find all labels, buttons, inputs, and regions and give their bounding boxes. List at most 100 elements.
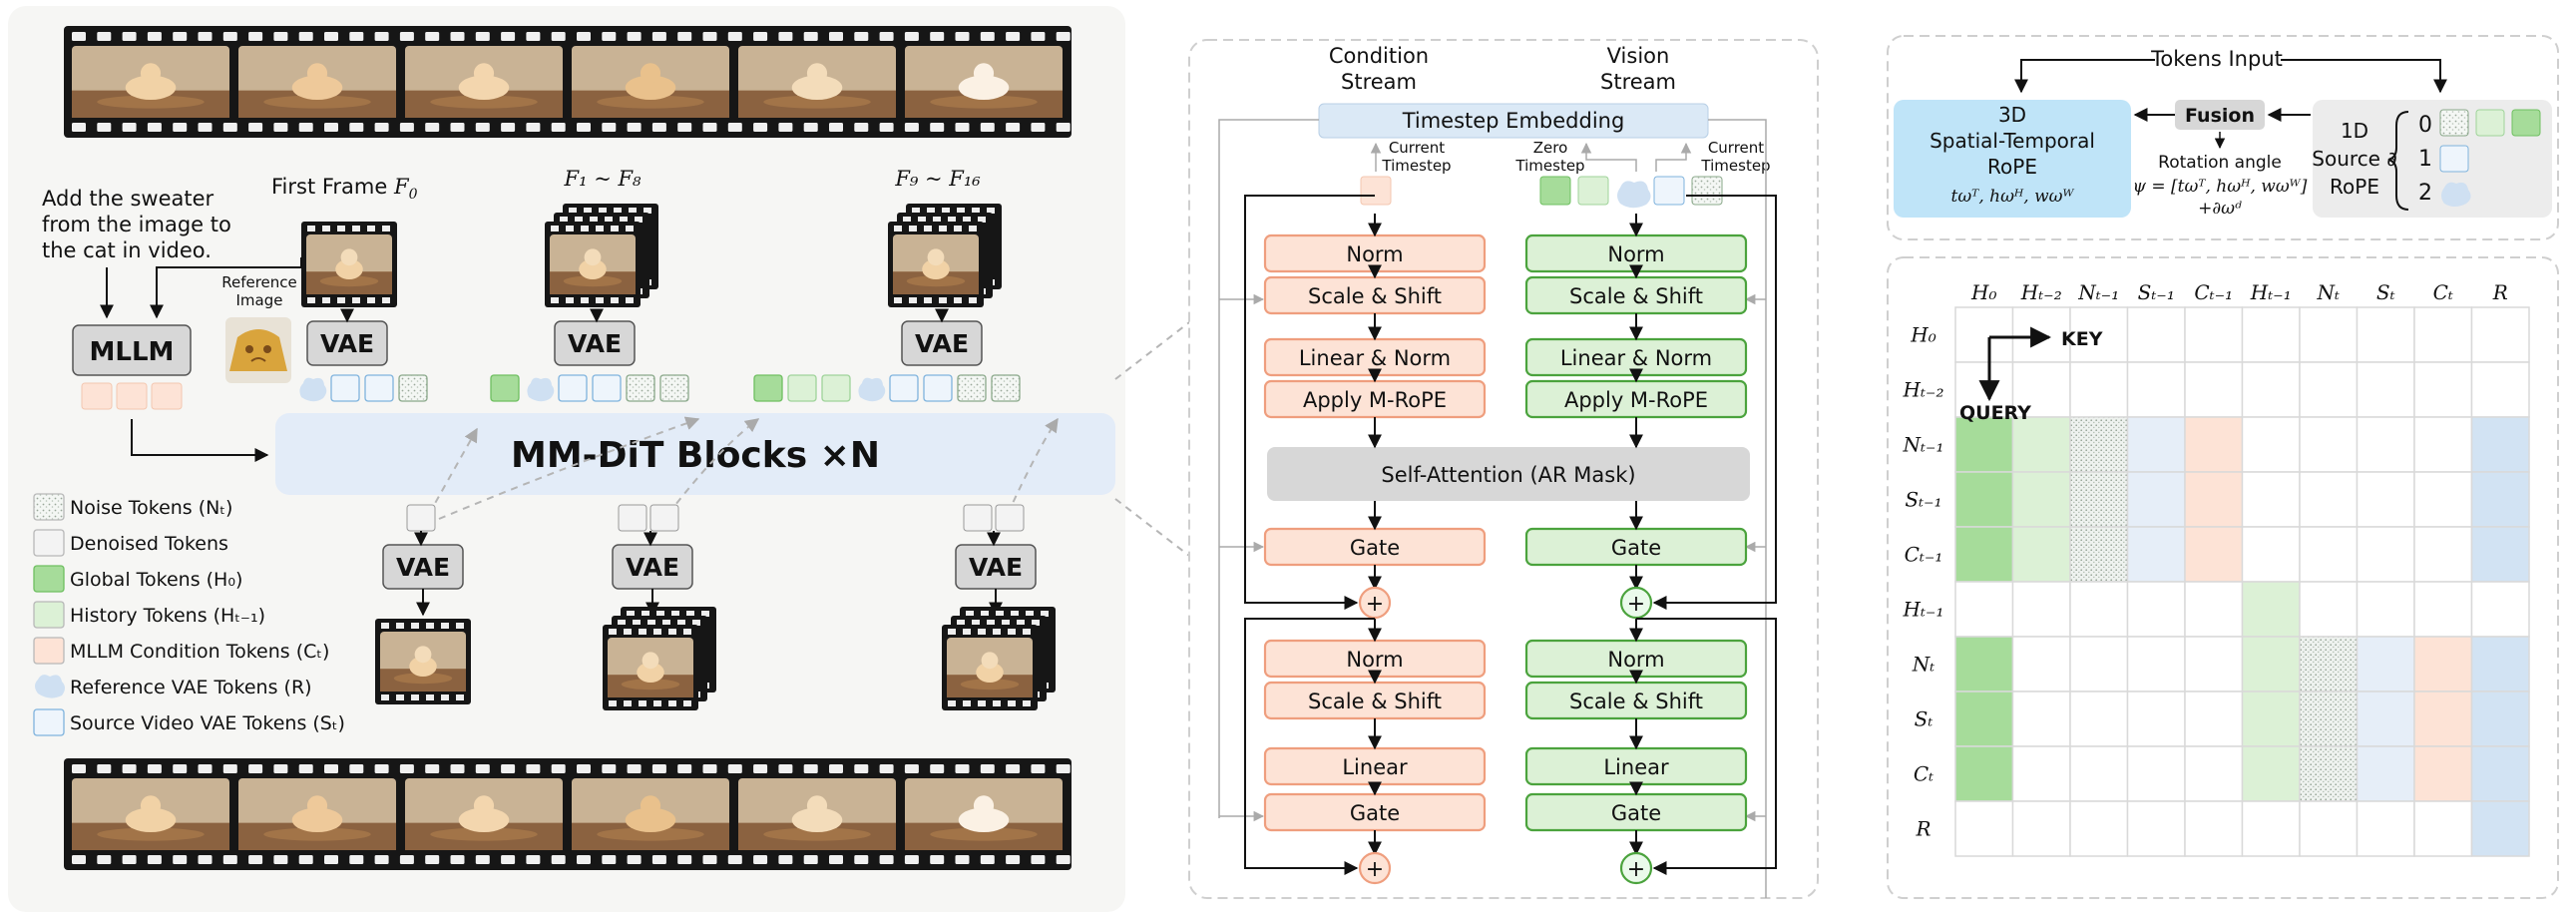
thumb-hole: [978, 700, 986, 706]
mask-cell: [2184, 800, 2244, 857]
thumb-hole: [456, 694, 464, 700]
film-hole: [198, 123, 213, 132]
mask-row-header: Nₜ₋₁: [1902, 433, 1943, 457]
film-hole: [904, 855, 919, 864]
reference-token: [527, 377, 555, 402]
mask-cell: [2069, 471, 2129, 528]
film-hole: [854, 855, 869, 864]
mask-cell: [2470, 636, 2530, 693]
film-hole: [475, 764, 490, 773]
mask-row-header: Hₜ₋₂: [1903, 378, 1944, 402]
condition-norm-box-label: Norm: [1346, 242, 1403, 266]
instruction-line-2: from the image to: [42, 213, 231, 236]
residual-add: [1619, 851, 1653, 885]
denoised-token: [406, 504, 436, 532]
mask-cell: [2470, 471, 2530, 528]
scratch-board: [430, 95, 538, 109]
film-hole: [475, 855, 490, 864]
film-hole: [879, 855, 894, 864]
film-hole: [930, 764, 945, 773]
mask-cell: [2011, 691, 2071, 747]
film-hole: [879, 123, 894, 132]
mask-cell: [1954, 471, 2014, 528]
residual-arrow: [1636, 618, 1777, 875]
token-sequence: [299, 374, 1021, 402]
mask-cell: [2241, 471, 2301, 528]
film-hole: [803, 32, 818, 41]
rope-index: 2: [2418, 181, 2432, 206]
film-hole: [702, 32, 717, 41]
mask-cell: [2184, 526, 2244, 583]
mask-cell: [2413, 691, 2473, 747]
thumb-hole: [978, 629, 986, 635]
mask-cell: [2011, 526, 2071, 583]
film-hole: [501, 764, 516, 773]
film-hole: [551, 764, 566, 773]
film-hole: [879, 764, 894, 773]
film-hole: [702, 123, 717, 132]
film-hole: [677, 32, 692, 41]
film-hole: [475, 32, 490, 41]
film-hole: [147, 123, 162, 132]
cat-body: [458, 75, 510, 100]
film-hole: [1031, 123, 1046, 132]
film-hole: [1006, 123, 1021, 132]
film-hole: [1056, 855, 1071, 864]
thumb-hole: [1032, 620, 1040, 626]
thumb-hole: [396, 694, 404, 700]
film-hole: [627, 855, 642, 864]
film-hole: [222, 855, 237, 864]
film-hole: [122, 855, 137, 864]
film-hole: [147, 855, 162, 864]
denoised-token: [995, 504, 1025, 532]
thumb-hole: [903, 217, 911, 223]
scratch-board: [97, 95, 205, 109]
film-hole: [526, 764, 541, 773]
thumb-hole: [456, 623, 464, 629]
thumb-hole: [957, 208, 965, 214]
token: [364, 374, 394, 402]
film-hole: [727, 32, 742, 41]
mllm-label: MLLM: [90, 337, 175, 367]
reference-token: [299, 377, 327, 402]
mask-column-header: Hₜ₋₁: [2250, 280, 2292, 304]
mllm-token: [81, 382, 113, 410]
thumb-hole: [624, 629, 632, 635]
token: [991, 374, 1021, 402]
thumb-hole: [701, 611, 709, 617]
mask-cell: [2413, 361, 2473, 418]
condition-timestep-token: [1360, 176, 1392, 206]
mask-cell: [1954, 306, 2014, 363]
condition-apply-mrope-box-label: Apply M-RoPE: [1303, 388, 1447, 412]
thumb-hole: [609, 629, 617, 635]
thumb-hole: [969, 297, 977, 303]
film-hole: [829, 855, 843, 864]
film-hole: [955, 855, 970, 864]
cat-body: [458, 807, 510, 832]
fusion-box: [2175, 100, 2265, 130]
film-hole: [980, 855, 995, 864]
bottom-film-strip: [64, 758, 1072, 870]
zero-timestep-label: Timestep: [1514, 157, 1584, 175]
film-hole: [1031, 855, 1046, 864]
thumb-hole: [596, 297, 604, 303]
film-hole: [97, 855, 112, 864]
mllm-token: [151, 382, 183, 410]
mask-cell: [2241, 581, 2301, 638]
film-hole: [879, 32, 894, 41]
brace: [2387, 111, 2409, 211]
current-timestep-right-label: Current: [1708, 139, 1764, 157]
thumb-hole: [671, 611, 679, 617]
film-hole: [298, 32, 313, 41]
film-hole: [374, 123, 389, 132]
mask-cell: [1954, 745, 2014, 802]
output-frame-thumbnails: [375, 607, 1056, 710]
film-hole: [198, 855, 213, 864]
mask-cell: [2184, 306, 2244, 363]
film-hole: [1031, 764, 1046, 773]
mask-cell: [2184, 416, 2244, 473]
cat-head: [473, 795, 495, 816]
film-hole: [122, 123, 137, 132]
mask-cell: [2356, 636, 2415, 693]
